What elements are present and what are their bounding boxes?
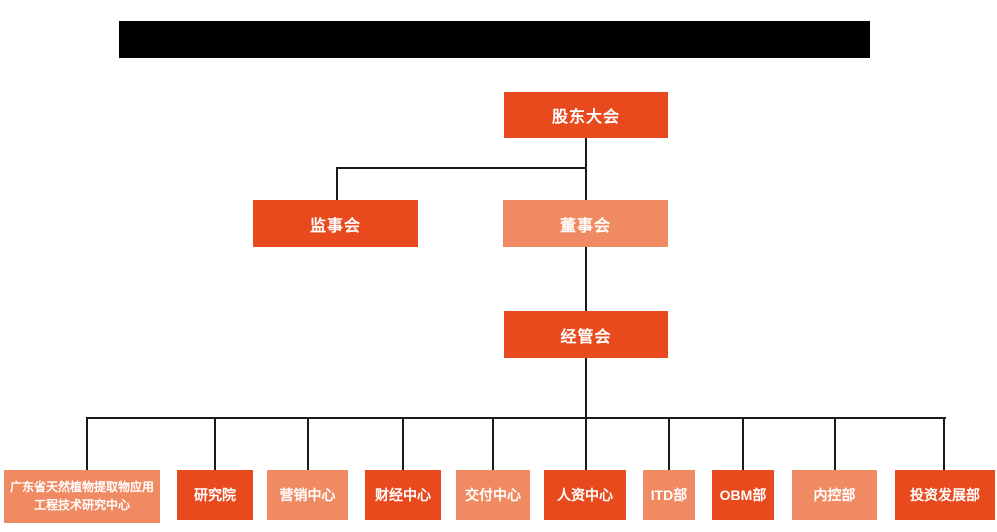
node-dept-investment-dev: 投资发展部: [895, 470, 995, 520]
node-dept-research-center: 广东省天然植物提取物应用工程技术研究中心: [4, 470, 160, 523]
node-dept-internal-control: 内控部: [792, 470, 877, 520]
node-board-of-directors: 董事会: [503, 200, 668, 247]
node-dept-delivery-center: 交付中心: [456, 470, 530, 520]
connector-drop-research-center: [86, 417, 88, 470]
connector-drop-research-institute: [214, 417, 216, 470]
redacted-title-bar: [119, 21, 870, 58]
connector-drop-finance: [402, 417, 404, 470]
connector-root-to-branch: [585, 138, 587, 200]
node-dept-hr-center: 人资中心: [544, 470, 626, 520]
connector-board-to-management: [585, 247, 587, 311]
node-dept-research-institute: 研究院: [177, 470, 253, 520]
connector-level2-branch: [336, 167, 587, 169]
node-dept-finance-center: 财经中心: [365, 470, 441, 520]
connector-drop-itd: [668, 417, 670, 470]
connector-management-to-departments: [585, 358, 587, 470]
connector-drop-delivery: [492, 417, 494, 470]
node-management-committee: 经管会: [504, 311, 668, 358]
node-dept-marketing-center: 营销中心: [267, 470, 348, 520]
node-dept-obm: OBM部: [712, 470, 774, 520]
connector-departments-branch: [87, 417, 946, 419]
node-supervisory-board: 监事会: [253, 200, 418, 247]
connector-drop-marketing: [307, 417, 309, 470]
node-dept-itd: ITD部: [643, 470, 695, 520]
connector-drop-investment: [943, 417, 945, 470]
connector-drop-obm: [742, 417, 744, 470]
connector-drop-internal-control: [834, 417, 836, 470]
connector-to-supervisory: [336, 167, 338, 200]
node-shareholders-meeting: 股东大会: [504, 92, 668, 138]
